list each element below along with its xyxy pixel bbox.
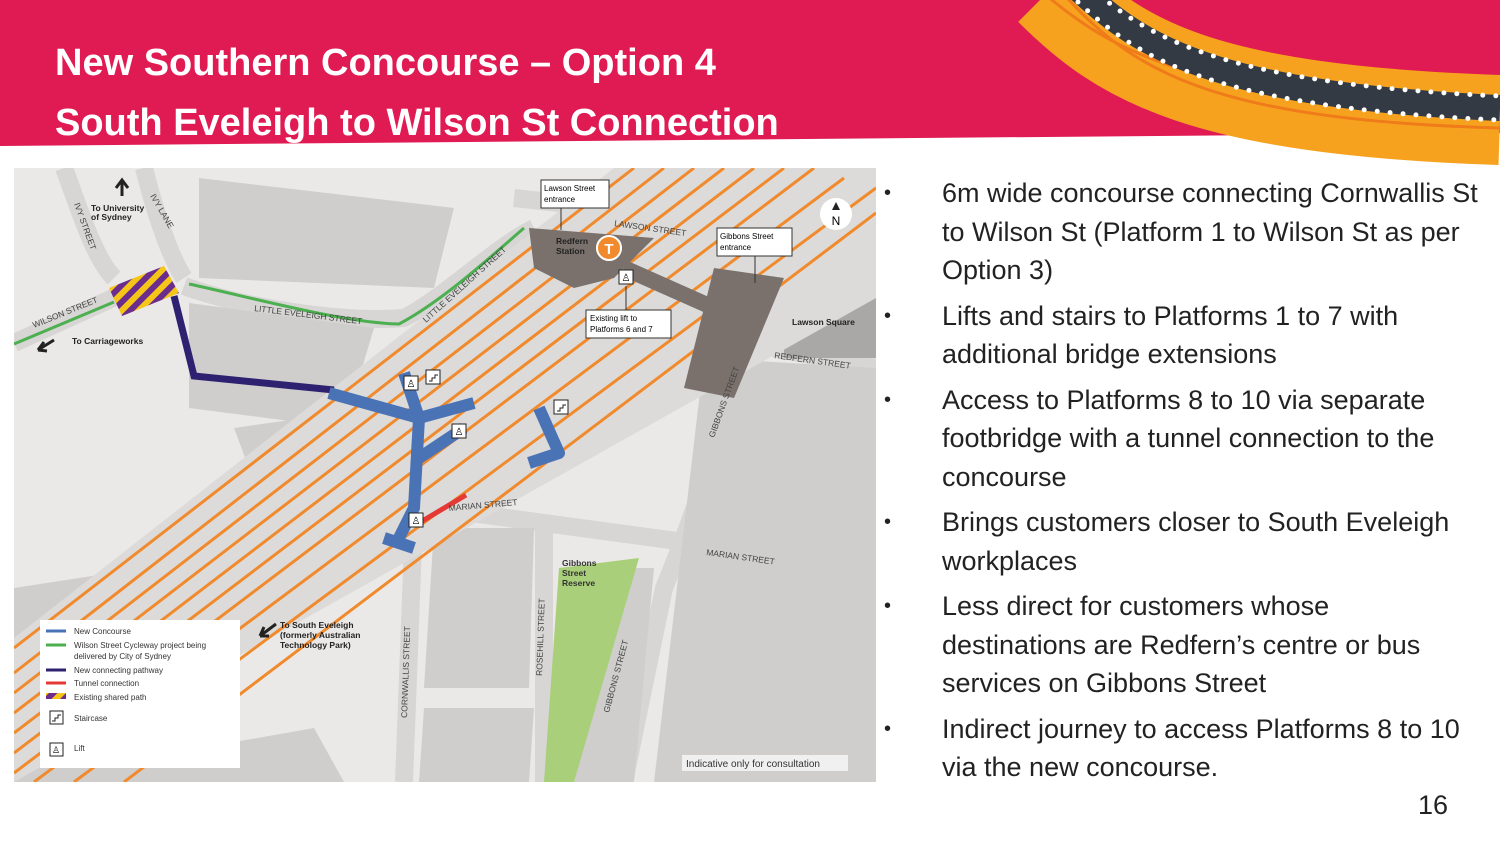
callout-gibbons-entrance: Gibbons Street entrance	[716, 227, 793, 283]
staircase-icon	[553, 399, 569, 415]
page-number: 16	[1418, 790, 1449, 820]
svg-text:♙: ♙	[407, 379, 416, 390]
legend-label: Tunnel connection	[74, 679, 139, 688]
bullet-item: •Access to Platforms 8 to 10 via separat…	[884, 384, 1435, 492]
street-label: ROSEHILL STREET	[534, 598, 547, 676]
legend-label: Staircase	[74, 714, 108, 723]
callout-lawson-entrance: Lawson Street entrance	[540, 179, 610, 230]
station-map: ♙ ♙ ♙ ♙ T N To University of Sydney IVY …	[14, 168, 876, 782]
gibbons-entrance-building	[684, 268, 784, 398]
bullet-text: 6m wide concourse connecting Cornwallis …	[942, 178, 1478, 285]
map-label: Technology Park)	[280, 640, 351, 650]
legend-label: Existing shared path	[74, 693, 147, 702]
aboriginal-art-decoration-icon	[1018, 0, 1500, 165]
callout-text: Lawson Street	[544, 184, 596, 193]
legend-label: delivered by City of Sydney	[74, 652, 171, 661]
redfern-station-building	[529, 228, 654, 288]
gibbons-street-reserve	[544, 558, 639, 782]
lift-icon: ♙	[49, 742, 64, 757]
north-arrow-icon	[820, 198, 852, 230]
bullet-item: •6m wide concourse connecting Cornwallis…	[884, 178, 1478, 285]
bullet-text: Access to Platforms 8 to 10 via separate…	[942, 384, 1435, 492]
map-label: Station	[556, 246, 585, 256]
bullet-list: •6m wide concourse connecting Cornwallis…	[880, 174, 1480, 794]
header-banner	[0, 0, 1500, 165]
bullet-item: •Lifts and stairs to Platforms 1 to 7 wi…	[884, 300, 1399, 370]
bullet-text: Brings customers closer to South Eveleig…	[942, 507, 1450, 576]
map-label: To Carriageworks	[72, 336, 143, 346]
lift-icon: ♙	[408, 512, 424, 528]
arrow-southwest-icon	[258, 622, 277, 638]
arrow-up-icon	[114, 177, 130, 196]
legend-label: New connecting pathway	[74, 666, 163, 675]
legend-label: Lift	[74, 744, 85, 753]
map-label: Street	[562, 568, 586, 578]
svg-text:♙: ♙	[412, 516, 421, 527]
slide-header: New Southern Concourse – Option 4 South …	[0, 0, 1500, 170]
bullet-text: Indirect journey to access Platforms 8 t…	[942, 713, 1460, 783]
map-label: (formerly Australian	[280, 630, 360, 640]
bullet-item: •Brings customers closer to South Evelei…	[884, 507, 1450, 576]
map-label: Lawson Square	[792, 317, 855, 327]
cycleway-path	[14, 226, 525, 346]
callout-text: Platforms 6 and 7	[590, 325, 653, 334]
bullet-text: Less direct for customers whose destinat…	[942, 591, 1421, 698]
callout-text: Existing lift to	[590, 314, 638, 323]
svg-text:♙: ♙	[52, 745, 60, 755]
tunnel-connection	[417, 492, 468, 526]
svg-text:♙: ♙	[622, 273, 631, 284]
callout-existing-lift: Existing lift to Platforms 6 and 7	[585, 286, 672, 339]
lift-icon: ♙	[618, 269, 634, 285]
legend-label: Wilson Street Cycleway project being	[74, 641, 206, 650]
new-connecting-pathway	[170, 295, 335, 394]
staircase-icon	[49, 710, 64, 725]
north-label: N	[832, 214, 841, 228]
map-label: To University	[91, 203, 144, 213]
map-legend: New Concourse Wilson Street Cycleway pro…	[40, 620, 240, 768]
svg-text:♙: ♙	[455, 427, 464, 438]
train-station-icon	[596, 235, 622, 261]
bullet-item: •Indirect journey to access Platforms 8 …	[884, 713, 1460, 783]
callout-text: entrance	[544, 195, 576, 204]
map-label: Gibbons	[562, 558, 597, 568]
staircase-icon	[425, 369, 441, 385]
map-label: To South Eveleigh	[280, 620, 354, 630]
slide-title: New Southern Concourse – Option 4	[55, 42, 716, 84]
map-label: Redfern	[556, 236, 588, 246]
lift-icon: ♙	[403, 375, 419, 391]
bullet-text: Lifts and stairs to Platforms 1 to 7 wit…	[942, 300, 1399, 370]
lift-icon: ♙	[451, 423, 467, 439]
legend-label: New Concourse	[74, 627, 131, 636]
existing-shared-path	[109, 266, 179, 316]
map-label: of Sydney	[91, 212, 132, 222]
callout-text: Gibbons Street	[720, 232, 774, 241]
bullet-item: •Less direct for customers whose destina…	[884, 591, 1421, 698]
map-label: Reserve	[562, 578, 595, 588]
train-station-icon-letter: T	[604, 241, 613, 258]
street-label: CORNWALLIS STREET	[399, 626, 412, 718]
arrow-southwest-icon	[36, 338, 55, 353]
map-disclaimer: Indicative only for consultation	[686, 759, 820, 770]
callout-text: entrance	[720, 243, 752, 252]
slide-subtitle: South Eveleigh to Wilson St Connection	[55, 102, 779, 144]
